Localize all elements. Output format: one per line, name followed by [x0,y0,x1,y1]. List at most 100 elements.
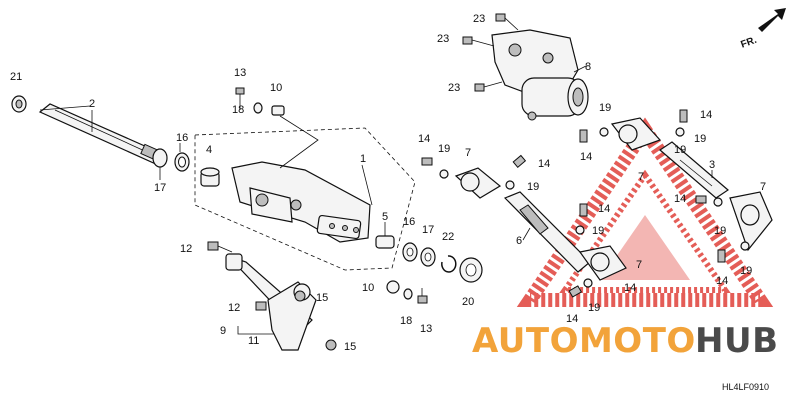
lbl-2: 2 [89,98,95,110]
lbl-23a: 23 [473,13,485,25]
washer-19-f [675,127,685,137]
bolt-23-a [495,13,519,31]
collar-10-bottom [386,280,400,294]
lbl-4: 4 [206,144,212,156]
diagram-code: HL4LF0910 [722,382,769,392]
bolt-23-b [462,36,495,47]
lbl-13b: 13 [420,323,432,335]
lbl-19c: 19 [592,225,604,237]
lbl-21: 21 [10,71,22,83]
lbl-17a: 17 [154,182,166,194]
washer-19-h [740,241,750,251]
bolt-23-c [474,81,503,92]
bushing-part-4 [200,167,220,187]
joint-7-left [454,167,502,199]
nut-15-lower [325,339,337,351]
lbl-15a: 15 [316,292,328,304]
lbl-1: 1 [360,153,366,165]
lbl-6: 6 [516,235,522,247]
lbl-8: 8 [585,61,591,73]
shaft-part-3 [659,141,729,199]
lbl-14g: 14 [674,193,686,205]
joint-7-mid [578,245,627,281]
seal-16-right [402,242,418,262]
lbl-18a: 18 [232,104,244,116]
washer-19-g [713,197,723,207]
lbl-7b: 7 [636,259,642,271]
lbl-12a: 12 [180,243,192,255]
watermark-text: AUTOMOTO HUB [472,321,778,361]
lbl-23b: 23 [437,33,449,45]
housing-part-1 [231,161,371,243]
lbl-19i: 19 [740,265,752,277]
lbl-10b: 10 [362,282,374,294]
lbl-7a: 7 [465,147,471,159]
bearing-17-right [420,247,436,267]
lbl-10a: 10 [270,82,282,94]
bolt-14-b [512,154,527,168]
front-direction-label: FR. [739,35,758,51]
lbl-19g: 19 [674,144,686,156]
nut-20 [459,257,483,283]
lbl-19a: 19 [438,143,450,155]
bolt-13-bottom [417,288,428,304]
lbl-14i: 14 [624,282,636,294]
bolt-14-c [579,203,588,217]
washer-18-bottom [403,288,413,300]
bolt-14-h [717,249,726,263]
washer-19-b [505,180,515,190]
lbl-14b: 14 [538,158,550,170]
lbl-19f: 19 [694,133,706,145]
lbl-16b: 16 [403,216,415,228]
bolt-14-d [568,285,583,298]
lbl-9: 9 [220,325,226,337]
lbl-19b: 19 [527,181,539,193]
watermark-part-a: AUTOMOTO [472,321,696,361]
bolt-13-top [235,87,245,110]
lbl-16a: 16 [176,132,188,144]
lbl-14a: 14 [418,133,430,145]
lbl-22: 22 [442,231,454,243]
collar-10-top [271,105,285,116]
lbl-14d: 14 [566,313,578,325]
lbl-23c: 23 [448,82,460,94]
assembly-outline [194,127,416,271]
washer-19-d [583,278,593,288]
lbl-5: 5 [382,211,388,223]
lbl-19e: 19 [599,102,611,114]
shaft-part-2 [11,95,190,172]
lbl-12b: 12 [228,302,240,314]
bolt-14-a [421,157,433,166]
front-direction-arrow [758,8,786,32]
bolt-14-g [695,195,707,204]
washer-19-c [575,225,585,235]
lbl-3: 3 [709,159,715,171]
washer-18-top [253,102,263,114]
lbl-17b: 17 [422,224,434,236]
lbl-20: 20 [462,296,474,308]
lbl-7c: 7 [638,171,644,183]
bolt-14-e [579,129,588,143]
eps-motor-part-8 [491,29,589,121]
bolt-14-f [679,109,688,123]
leader-lines [39,65,713,241]
lbl-18b: 18 [400,315,412,327]
lbl-11: 11 [248,335,259,347]
lbl-19d: 19 [588,302,600,314]
clip-22 [441,255,457,273]
watermark-part-b: HUB [695,321,778,361]
lbl-13a: 13 [234,67,246,79]
washer-19-e [599,127,609,137]
bolt-12-upper [207,241,233,253]
nut-15-upper [294,290,306,302]
lbl-14h: 14 [716,275,728,287]
callout-labels: 21 2 16 17 4 13 10 18 1 5 16 17 22 20 10… [10,13,766,353]
collar-part-5 [375,235,395,249]
lbl-14f: 14 [700,109,712,121]
lbl-19h: 19 [714,225,726,237]
lbl-14c: 14 [598,203,610,215]
bolt-12-lower [255,301,267,311]
joint-7-top [610,117,662,151]
